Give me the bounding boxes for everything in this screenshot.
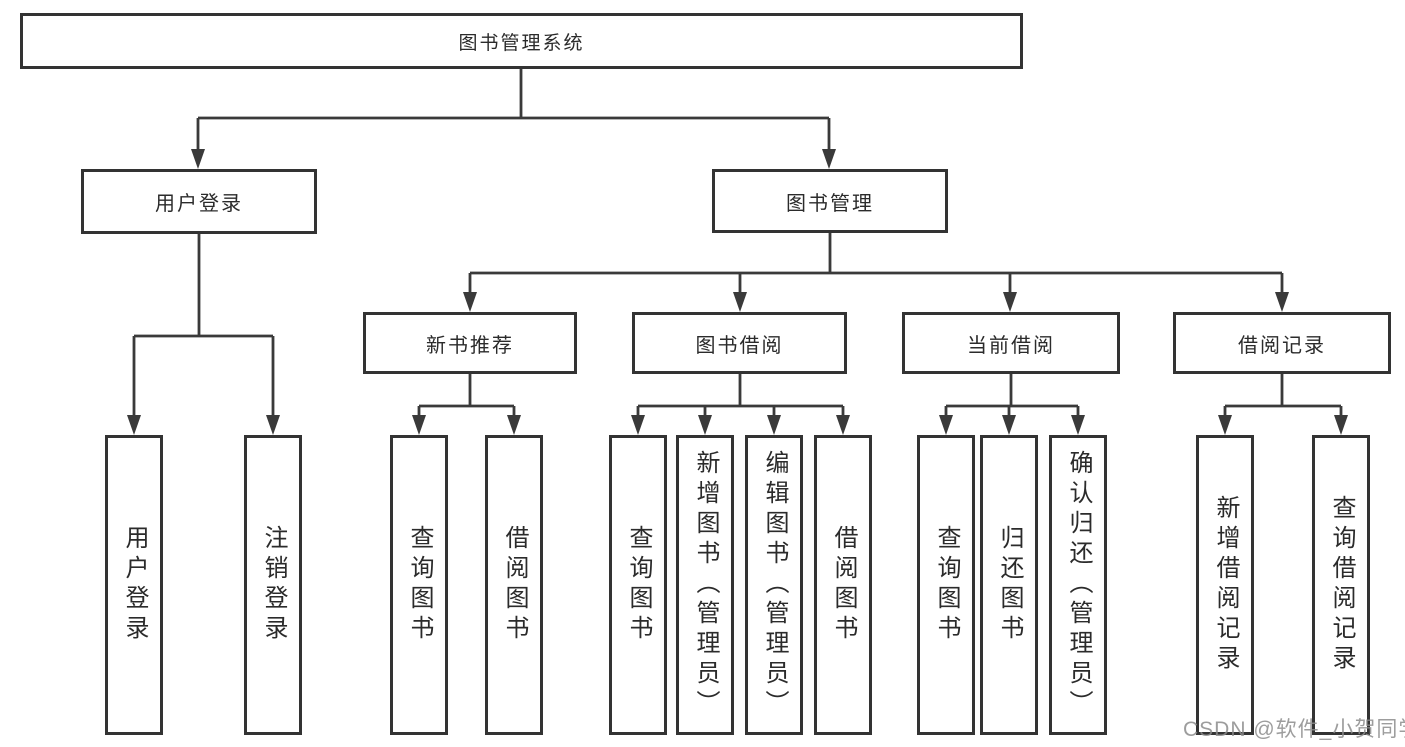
node-label: 查询图书 [625, 525, 652, 645]
arrow-icon [191, 149, 205, 169]
node-label: 查询借阅记录 [1328, 495, 1355, 675]
connector-book-mgmt-branch [468, 233, 1284, 296]
arrow-icon [1002, 415, 1016, 435]
leaf-return-books: 归还图书 [980, 435, 1038, 735]
node-label: 查询图书 [933, 525, 960, 645]
leaf-confirm-return-admin: 确认归还（管理员） [1049, 435, 1107, 735]
leaf-logout: 注销登录 [244, 435, 302, 735]
arrow-icon [767, 415, 781, 435]
leaf-borrow-books: 借阅图书 [814, 435, 872, 735]
leaf-user-login: 用户登录 [105, 435, 163, 735]
arrow-icon [1003, 292, 1017, 312]
arrow-icon [507, 415, 521, 435]
leaf-query-books-borrow: 查询图书 [609, 435, 667, 735]
node-borrowing-records: 借阅记录 [1173, 312, 1391, 374]
arrow-icon [266, 415, 280, 435]
arrow-icon [1218, 415, 1232, 435]
arrow-icon [1275, 292, 1289, 312]
node-label: 图书管理系统 [458, 32, 585, 54]
node-book-borrowing: 图书借阅 [632, 312, 847, 374]
arrow-icon [412, 415, 426, 435]
arrow-icon [127, 415, 141, 435]
leaf-query-borrow-record: 查询借阅记录 [1312, 435, 1370, 735]
node-label: 图书借阅 [695, 334, 784, 357]
connector-current-borrow-branch [944, 374, 1080, 420]
node-book-management: 图书管理 [712, 169, 948, 233]
arrow-icon [631, 415, 645, 435]
leaf-edit-books-admin: 编辑图书（管理员） [745, 435, 803, 735]
node-label: 借阅图书 [830, 525, 857, 645]
node-label: 查询图书 [406, 525, 433, 645]
node-library-system: 图书管理系统 [20, 13, 1023, 69]
node-label: 确认归还（管理员） [1065, 450, 1092, 720]
arrow-icon [1071, 415, 1085, 435]
connector-user-login-branch [132, 234, 275, 420]
arrow-icon [822, 149, 836, 169]
leaf-add-borrow-record: 新增借阅记录 [1196, 435, 1254, 735]
node-label: 图书管理 [786, 192, 874, 215]
node-label: 编辑图书（管理员） [761, 450, 788, 720]
arrow-icon [733, 292, 747, 312]
node-label: 注销登录 [260, 525, 287, 645]
connector-new-books-branch [417, 374, 516, 420]
arrow-icon [463, 292, 477, 312]
leaf-borrow-books-recommend: 借阅图书 [485, 435, 543, 735]
node-user-login: 用户登录 [81, 169, 317, 234]
connector-book-borrow-branch [636, 374, 845, 420]
arrow-icon [698, 415, 712, 435]
connector-root-to-level2 [196, 69, 831, 152]
node-label: 当前借阅 [967, 334, 1055, 357]
node-label: 新增借阅记录 [1212, 495, 1239, 675]
arrow-icon [939, 415, 953, 435]
leaf-query-books-current: 查询图书 [917, 435, 975, 735]
node-label: 归还图书 [996, 525, 1023, 645]
connector-borrow-records-branch [1223, 374, 1343, 420]
node-label: 借阅记录 [1238, 334, 1326, 357]
node-label: 新书推荐 [426, 334, 514, 357]
node-label: 新增图书（管理员） [692, 450, 719, 720]
arrow-icon [836, 415, 850, 435]
node-label: 借阅图书 [501, 525, 528, 645]
node-new-book-recommend: 新书推荐 [363, 312, 577, 374]
node-label: 用户登录 [155, 193, 243, 215]
leaf-query-books-recommend: 查询图书 [390, 435, 448, 735]
csdn-watermark: CSDN @软件_小贺同学 [1183, 718, 1405, 741]
arrow-icon [1334, 415, 1348, 435]
node-label: 用户登录 [121, 525, 148, 645]
node-current-borrowing: 当前借阅 [902, 312, 1120, 374]
leaf-add-books-admin: 新增图书（管理员） [676, 435, 734, 735]
